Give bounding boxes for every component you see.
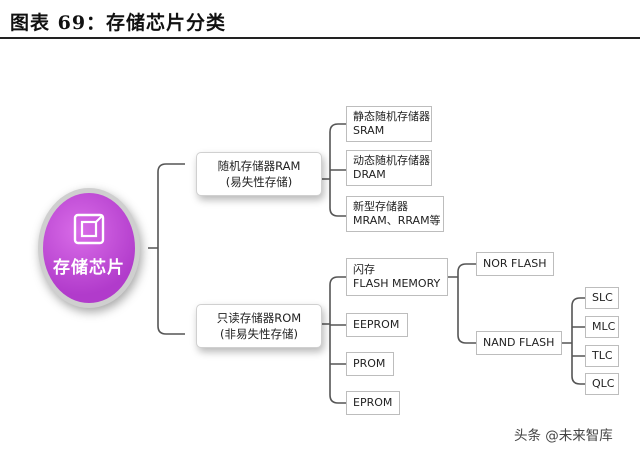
sram-box: 静态随机存储器 SRAM [346, 106, 432, 142]
center-label: 存储芯片 [53, 257, 125, 278]
dram-en: DRAM [353, 168, 386, 181]
chip-icon [73, 213, 105, 244]
watermark: 头条 @未来智库 [514, 428, 613, 444]
dram-cn: 动态随机存储器 [353, 154, 430, 167]
mlc-label: MLC [592, 320, 616, 333]
ram-subtitle: (易失性存储) [225, 175, 293, 189]
prom-box: PROM [346, 352, 394, 376]
flash-bracket [448, 263, 476, 344]
flash-cn: 闪存 [353, 263, 375, 276]
sram-cn: 静态随机存储器 [353, 110, 430, 123]
mlc-box: MLC [585, 316, 619, 338]
sram-en: SRAM [353, 124, 385, 137]
slc-box: SLC [585, 287, 619, 309]
eprom-box: EPROM [346, 391, 400, 415]
nor-flash-box: NOR FLASH [476, 252, 554, 276]
ram-bracket [320, 123, 346, 217]
figure-title: 图表 69：存储芯片分类 [10, 12, 227, 34]
new-memory-en: MRAM、RRAM等 [353, 214, 441, 227]
nand-flash-box: NAND FLASH [476, 331, 562, 355]
flash-en: FLASH MEMORY [353, 277, 441, 290]
rom-bracket [320, 276, 346, 404]
eeprom-box: EEPROM [346, 313, 408, 337]
qlc-label: QLC [592, 377, 615, 390]
slc-label: SLC [592, 291, 613, 304]
nand-flash-label: NAND FLASH [483, 336, 555, 349]
ram-title: 随机存储器RAM [217, 159, 301, 173]
nand-bracket [562, 297, 585, 385]
eprom-label: EPROM [353, 396, 393, 409]
ram-node: 随机存储器RAM (易失性存储) [196, 152, 322, 196]
new-memory-cn: 新型存储器 [353, 200, 408, 213]
title-rule [0, 37, 640, 39]
tlc-box: TLC [585, 345, 619, 367]
rom-node: 只读存储器ROM (非易失性存储) [196, 304, 322, 348]
new-memory-box: 新型存储器 MRAM、RRAM等 [346, 196, 444, 232]
prom-label: PROM [353, 357, 386, 370]
rom-subtitle: (非易失性存储) [220, 327, 298, 341]
center-node: 存储芯片 [38, 188, 140, 308]
tlc-label: TLC [592, 349, 613, 362]
nor-flash-label: NOR FLASH [483, 257, 547, 270]
qlc-box: QLC [585, 373, 619, 395]
rom-title: 只读存储器ROM [216, 311, 302, 325]
dram-box: 动态随机存储器 DRAM [346, 150, 432, 186]
eeprom-label: EEPROM [353, 318, 400, 331]
center-bracket [148, 163, 185, 335]
flash-box: 闪存 FLASH MEMORY [346, 258, 448, 296]
